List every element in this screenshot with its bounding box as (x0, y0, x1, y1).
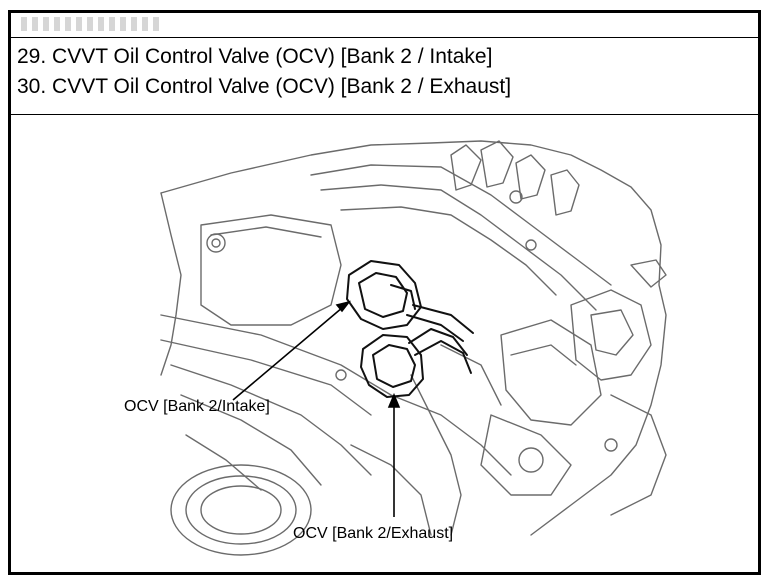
ocv-intake-connector (346, 260, 474, 342)
engine-line-art (160, 140, 667, 556)
figure-frame: 29. CVVT Oil Control Valve (OCV) [Bank 2… (8, 10, 761, 575)
arrowhead-intake (335, 300, 352, 313)
arrowhead-exhaust (387, 392, 401, 408)
caption-line-30: 30. CVVT Oil Control Valve (OCV) [Bank 2… (17, 75, 512, 98)
ocv-exhaust-connector (360, 328, 472, 398)
caption-line-29: 29. CVVT Oil Control Valve (OCV) [Bank 2… (17, 45, 493, 68)
label-ocv-exhaust: OCV [Bank 2/Exhaust] (293, 525, 453, 542)
caption-header: 29. CVVT Oil Control Valve (OCV) [Bank 2… (11, 37, 758, 115)
leader-line-intake (232, 301, 350, 401)
label-ocv-intake: OCV [Bank 2/Intake] (124, 398, 270, 415)
engine-diagram: OCV [Bank 2/Intake] OCV [Bank 2/Exhaust] (124, 140, 667, 556)
faded-top-label (21, 17, 161, 31)
